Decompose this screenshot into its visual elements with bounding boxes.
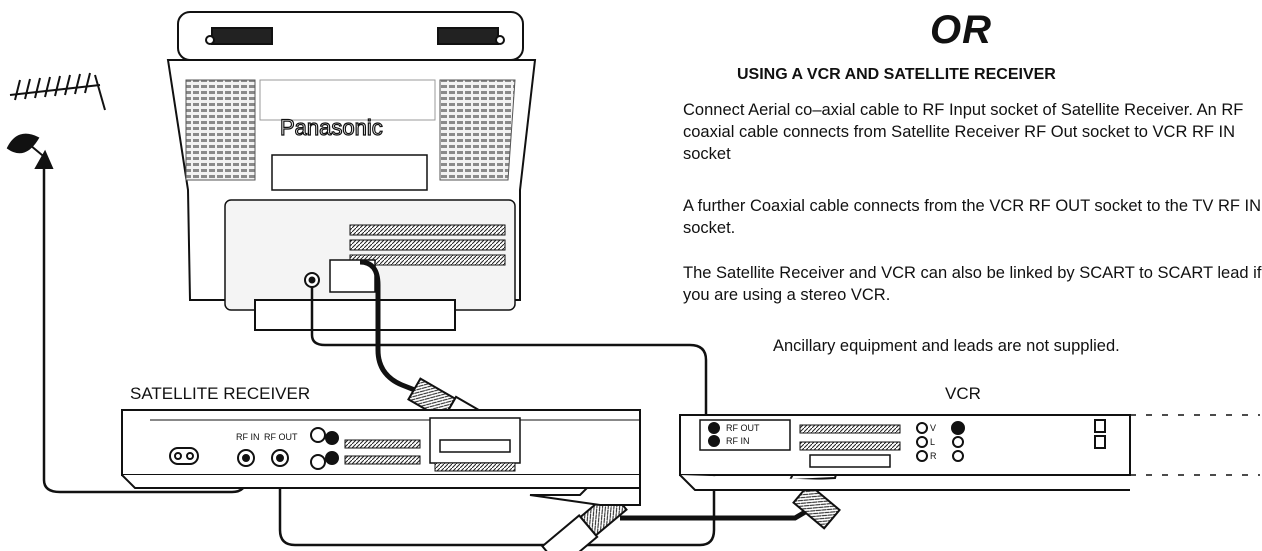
scart-lead-tv (359, 259, 431, 399)
tv-rear: Panasonic (166, 11, 537, 331)
vcr-label: VCR (945, 384, 981, 403)
receiver-rf-in-label: RF IN (236, 432, 260, 442)
ancillary-note: Ancillary equipment and leads are not su… (773, 337, 1120, 355)
vcr-av-label-r: R (930, 451, 937, 461)
aerial-antenna (9, 72, 106, 111)
receiver-to-vcr-rf-cable (278, 430, 716, 547)
vcr-unit: RF OUT RF IN V L R (679, 414, 1260, 491)
vcr-av-label-l: L (930, 437, 935, 447)
instruction-paragraph-3: The Satellite Receiver and VCR can also … (683, 264, 1262, 304)
scart-lead-bottom (620, 505, 814, 521)
receiver-rf-out-label: RF OUT (264, 432, 298, 442)
vcr-rf-out-socket (708, 422, 720, 434)
section-title: USING A VCR AND SATELLITE RECEIVER (737, 66, 1056, 83)
instruction-paragraph-1: Connect Aerial co–axial cable to RF Inpu… (683, 101, 1244, 163)
satellite-receiver-label: SATELLITE RECEIVER (130, 384, 311, 403)
vcr-to-tv-rf-cable (310, 287, 708, 420)
instruction-paragraph-2: A further Coaxial cable connects from th… (683, 197, 1262, 237)
satellite-receiver: RF IN RF OUT (121, 409, 641, 489)
vcr-rf-in-label: RF IN (726, 436, 750, 446)
vcr-av-label-v: V (930, 423, 936, 433)
vcr-rf-out-label: RF OUT (726, 423, 760, 433)
tv-brand-logo: Panasonic (280, 115, 383, 140)
satellite-dish (6, 133, 54, 169)
or-heading: OR (930, 8, 992, 52)
vcr-rf-in-socket (708, 435, 720, 447)
